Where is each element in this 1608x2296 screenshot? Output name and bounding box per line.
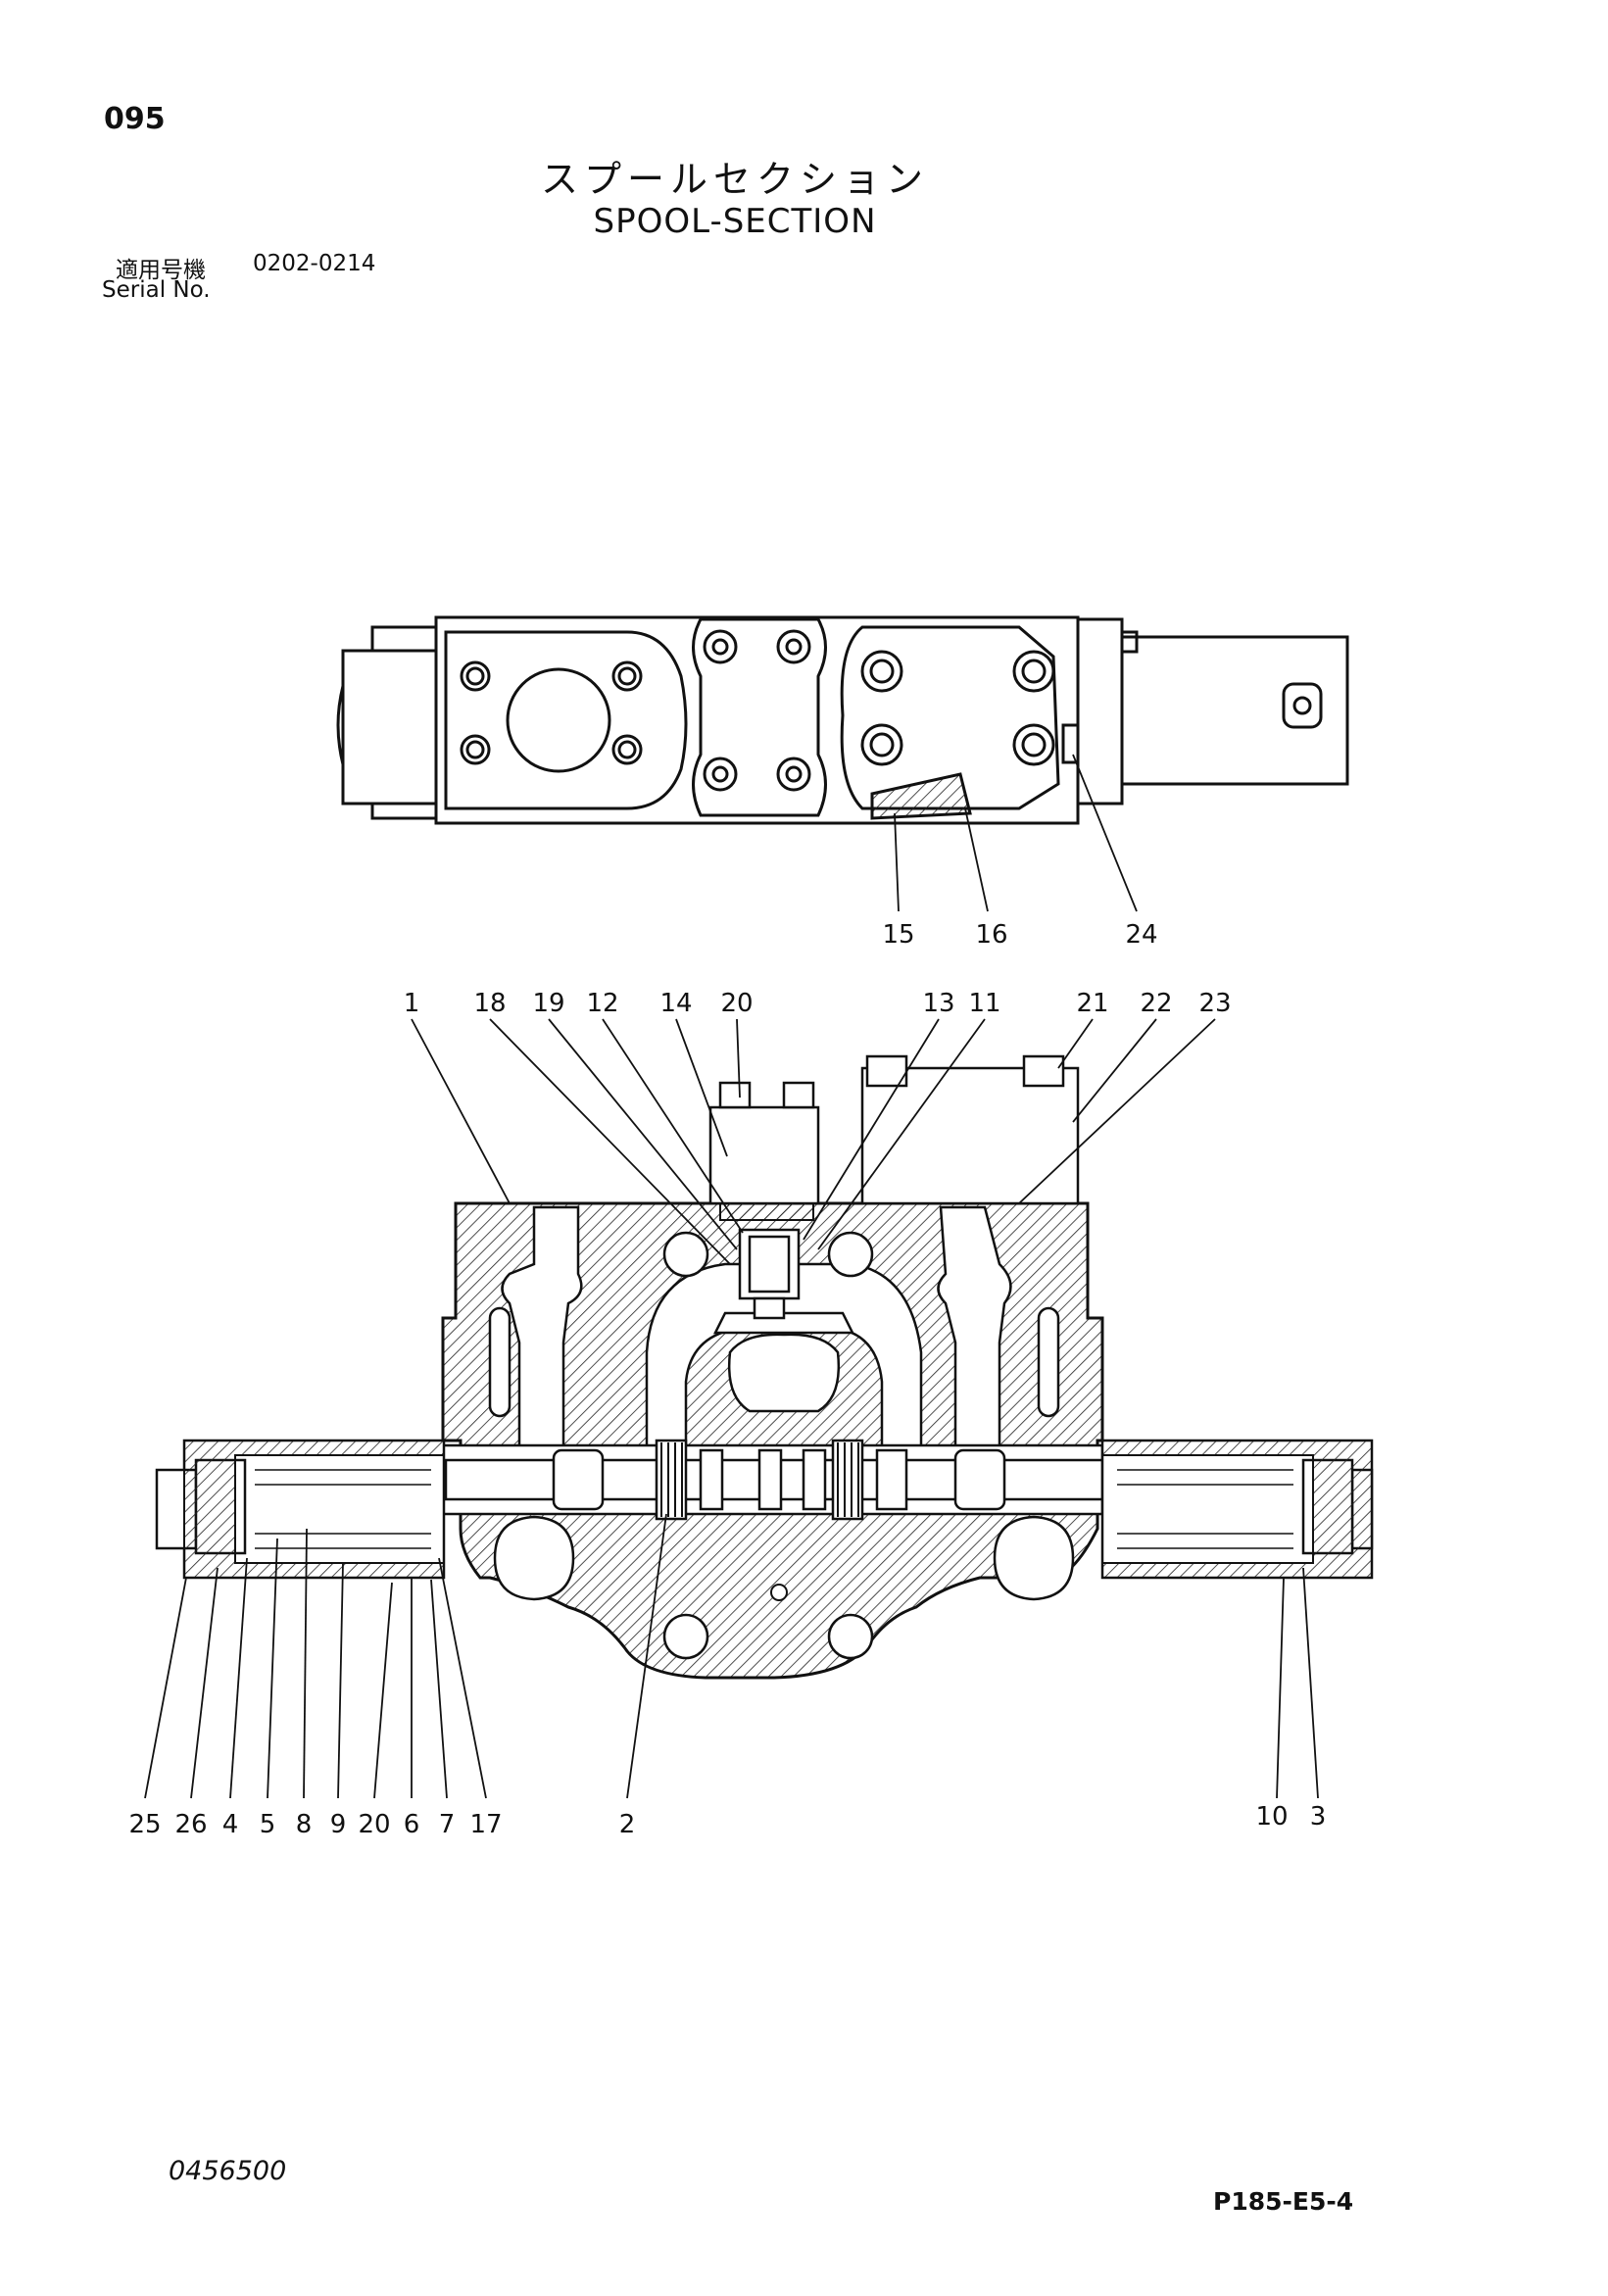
callout-18: 18 (473, 989, 506, 1018)
cross-section-top-callouts: 1 18 19 12 14 20 13 11 21 22 23 (404, 989, 1232, 1018)
callout-5: 5 (260, 1810, 276, 1839)
callout-4: 4 (222, 1810, 239, 1839)
callout-12: 12 (586, 989, 618, 1018)
title-english: SPOOL-SECTION (593, 202, 877, 241)
serial-label-english: Serial No. (102, 277, 211, 303)
callout-26: 26 (174, 1810, 207, 1839)
callout-14: 14 (659, 989, 692, 1018)
title-japanese: スプールセクション (540, 158, 929, 201)
cross-section (155, 1054, 1374, 1680)
callout-2: 2 (619, 1810, 636, 1839)
top-view-callouts: 15 16 24 (882, 920, 1157, 950)
callout-20-top: 20 (720, 989, 753, 1018)
top-view (336, 615, 1349, 825)
callout-1: 1 (404, 989, 420, 1018)
cross-section-bottom-callouts: 25 26 4 5 8 9 20 6 7 17 2 10 3 (128, 1802, 1326, 1839)
callout-15: 15 (882, 920, 914, 950)
callout-17: 17 (469, 1810, 502, 1839)
callout-8: 8 (296, 1810, 313, 1839)
callout-19: 19 (532, 989, 564, 1018)
callout-6: 6 (404, 1810, 420, 1839)
callout-7: 7 (439, 1810, 456, 1839)
cross-section-leaders (144, 1018, 1319, 1799)
callout-9: 9 (330, 1810, 347, 1839)
callout-10: 10 (1255, 1802, 1288, 1832)
page-number: 095 (104, 102, 166, 136)
callout-13: 13 (922, 989, 954, 1018)
callout-23: 23 (1198, 989, 1231, 1018)
callout-24: 24 (1125, 920, 1157, 950)
callout-22: 22 (1140, 989, 1172, 1018)
callout-3: 3 (1310, 1802, 1327, 1832)
callout-25: 25 (128, 1810, 161, 1839)
callout-11: 11 (968, 989, 1000, 1018)
callout-20-bottom: 20 (358, 1810, 390, 1839)
top-view-leaders (894, 754, 1138, 912)
figure-code: P185-E5-4 (1213, 2187, 1354, 2216)
callout-21: 21 (1076, 989, 1108, 1018)
document-number: 0456500 (169, 2156, 287, 2186)
serial-label-japanese: 適用号機 (116, 258, 206, 283)
serial-range: 0202-0214 (253, 251, 376, 276)
callout-16: 16 (975, 920, 1007, 950)
